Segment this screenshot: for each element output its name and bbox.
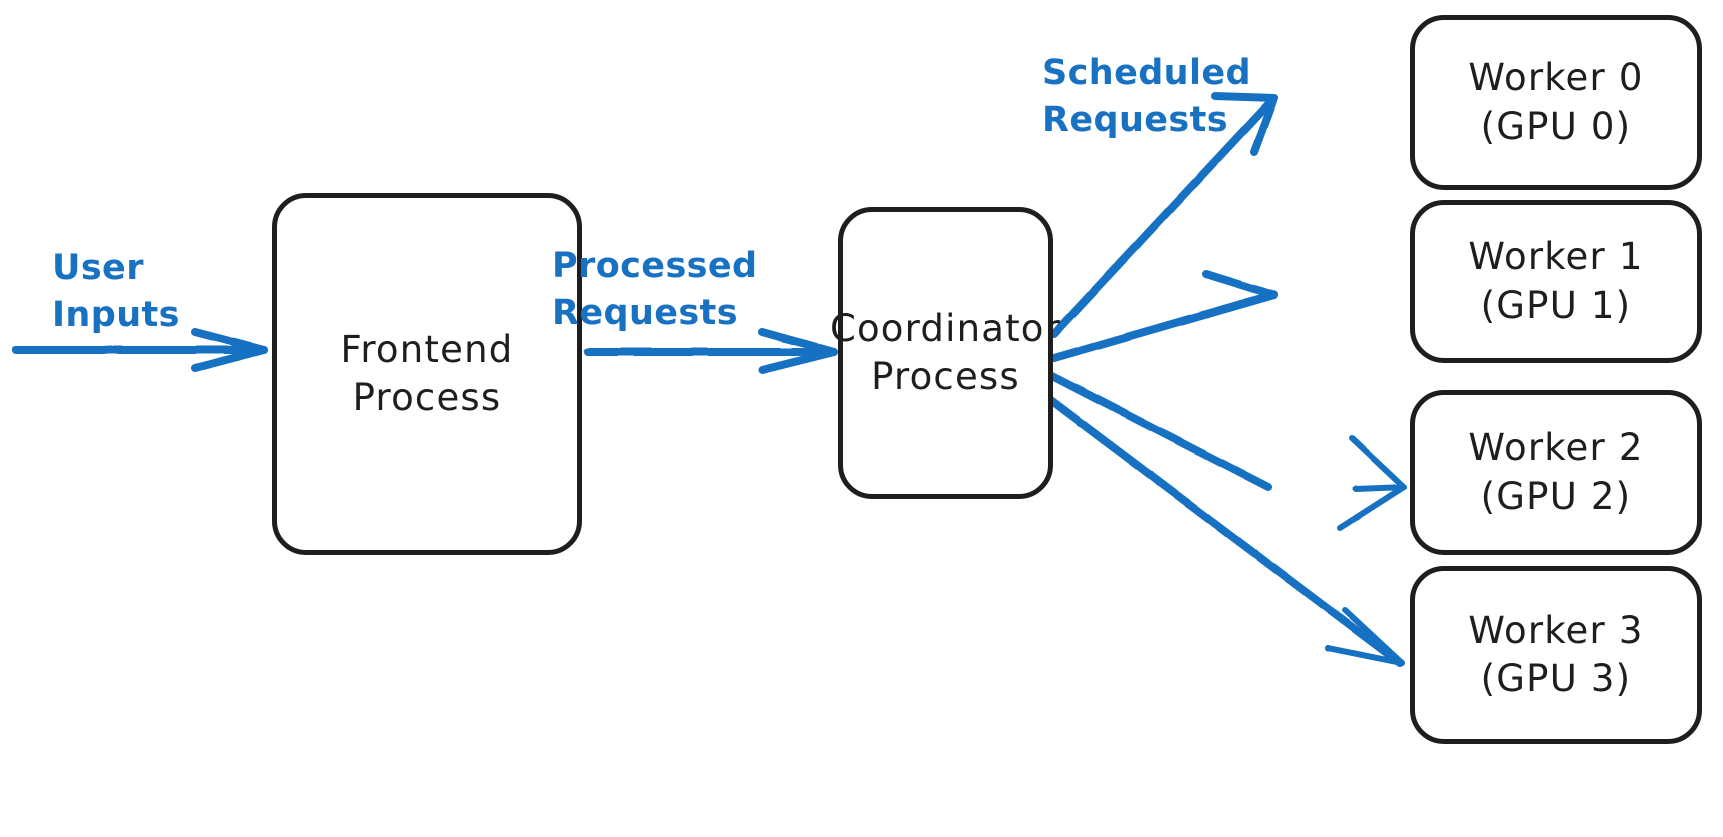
worker-0-label-line-2: (GPU 0) (1480, 104, 1632, 148)
worker-1-label-line-1: Worker 1 (1468, 235, 1644, 279)
scheduled-requests-label: Scheduled Requests (1042, 50, 1251, 144)
arrow-coordinator-to-worker-1 (1050, 270, 1278, 362)
processed-requests-label-line-2: Requests (552, 292, 738, 333)
user-inputs-label-line-1: User (52, 248, 144, 288)
worker-1-label-line-2: (GPU 1) (1480, 283, 1632, 327)
arrow-frontend-to-coordinator (584, 328, 838, 374)
worker-3-label-line-2: (GPU 3) (1480, 657, 1632, 700)
worker-3-node[interactable]: Worker 3 (GPU 3) (1410, 566, 1702, 744)
scheduled-requests-label-line-2: Requests (1042, 99, 1228, 140)
scheduled-requests-label-line-1: Scheduled (1042, 53, 1251, 93)
processed-requests-label: Processed Requests (552, 243, 758, 337)
worker-2-label-line-2: (GPU 2) (1480, 474, 1632, 518)
worker-3-label-line-1: Worker 3 (1468, 608, 1644, 652)
worker-0-node[interactable]: Worker 0 (GPU 0) (1410, 15, 1702, 190)
processed-requests-label-line-1: Processed (552, 246, 758, 286)
frontend-process-label-line-2: Process (352, 376, 502, 419)
coordinator-process-node[interactable]: Coordinator Process (830, 207, 1060, 499)
arrow-coordinator-to-worker-0 (1050, 92, 1278, 338)
user-inputs-label-line-2: Inputs (52, 294, 180, 335)
arrow-coordinator-to-worker-2 (1040, 368, 1407, 531)
worker-1-node[interactable]: Worker 1 (GPU 1) (1410, 200, 1702, 363)
worker-2-node[interactable]: Worker 2 (GPU 2) (1410, 390, 1702, 555)
frontend-process-label-line-1: Frontend (340, 327, 514, 371)
arrow-user-to-frontend (12, 328, 268, 372)
frontend-process-node[interactable]: Frontend Process (272, 193, 582, 555)
user-inputs-label: User Inputs (52, 245, 180, 339)
worker-0-label-line-1: Worker 0 (1468, 56, 1644, 100)
coordinator-process-label-line-2: Process (871, 355, 1020, 398)
coordinator-process-label-line-1: Coordinator (829, 306, 1062, 350)
worker-2-label-line-1: Worker 2 (1468, 426, 1644, 470)
arrow-coordinator-to-worker-3 (1044, 394, 1405, 667)
